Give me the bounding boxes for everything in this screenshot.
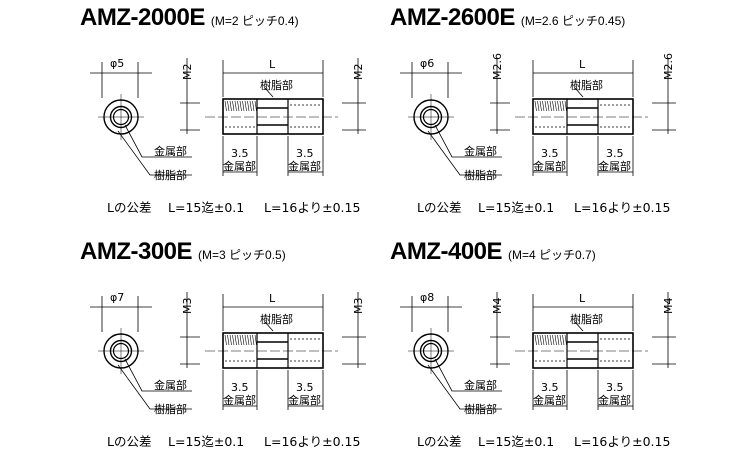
thread-label-right: M3 (352, 298, 365, 315)
tolerance-label: Lの公差 (417, 200, 461, 215)
length-label: L (579, 292, 586, 305)
tolerance-long: L=16より±0.15 (574, 434, 670, 449)
model-number: AMZ-300E (80, 238, 193, 265)
insert-depth-left: 3.5 (231, 381, 249, 394)
diameter-label: φ8 (420, 291, 434, 304)
spec-panel-amz-400e: AMZ-400E (M=4 ピッチ0.7) (390, 234, 700, 459)
metal-insert-left-label: 金属部 (533, 393, 566, 407)
resin-part-label: 樹脂部 (154, 168, 187, 182)
resin-part-label: 樹脂部 (260, 312, 293, 326)
tolerance-long: L=16より±0.15 (264, 200, 360, 215)
thread-label-right: M4 (662, 298, 675, 315)
metal-insert-right-label: 金属部 (288, 159, 321, 173)
hatching (534, 100, 567, 112)
tolerance-short: L=15迄±0.1 (478, 434, 554, 449)
insert-depth-right: 3.5 (296, 381, 314, 394)
metal-part-label: 金属部 (464, 144, 497, 158)
tolerance-short: L=15迄±0.1 (168, 200, 244, 215)
spacer-drawing: φ8 M4 M4 L 樹脂部 金属部 樹脂部 3.5 金属部 3.5 金属部 L… (400, 291, 676, 449)
tolerance-label: Lの公差 (417, 434, 461, 449)
resin-part-label: 樹脂部 (464, 168, 497, 182)
metal-insert-right-label: 金属部 (598, 393, 631, 407)
spacer-body (532, 332, 634, 369)
metal-insert-left-label: 金属部 (223, 393, 256, 407)
spacer-body (532, 98, 634, 135)
length-label: L (269, 292, 276, 305)
spacer-body (222, 98, 324, 135)
metal-part-label: 金属部 (464, 378, 497, 392)
model-number: AMZ-2000E (80, 4, 205, 31)
diameter-label: φ5 (110, 57, 124, 70)
tolerance-long: L=16より±0.15 (574, 200, 670, 215)
thread-label-right: M2.6 (662, 53, 675, 80)
thread-label-left: M3 (181, 298, 194, 315)
insert-depth-left: 3.5 (541, 381, 559, 394)
tolerance-short: L=15迄±0.1 (478, 200, 554, 215)
model-spec: (M=2 ピッチ0.4) (210, 14, 299, 28)
thread-label-left: M2 (181, 64, 194, 81)
metal-part-label: 金属部 (154, 378, 187, 392)
thread-label-right: M2 (352, 64, 365, 81)
spec-panel-amz-2600e: AMZ-2600E (M=2.6 ピッチ0.45) (390, 0, 700, 225)
model-title: AMZ-2000E (M=2 ピッチ0.4) (80, 4, 299, 32)
tolerance-long: L=16より±0.15 (264, 434, 360, 449)
model-number: AMZ-400E (390, 238, 503, 265)
tolerance-label: Lの公差 (107, 200, 151, 215)
resin-part-label: 樹脂部 (260, 78, 293, 92)
thread-label-left: M4 (491, 298, 504, 315)
hatching (534, 334, 567, 346)
length-label: L (579, 58, 586, 71)
resin-part-label: 樹脂部 (464, 402, 497, 416)
resin-part-label: 樹脂部 (570, 78, 603, 92)
metal-insert-right-label: 金属部 (598, 159, 631, 173)
thread-label-left: M2.6 (491, 53, 504, 80)
metal-insert-left-label: 金属部 (223, 159, 256, 173)
insert-depth-left: 3.5 (231, 147, 249, 160)
insert-depth-right: 3.5 (606, 147, 624, 160)
insert-depth-left: 3.5 (541, 147, 559, 160)
metal-part-label: 金属部 (154, 144, 187, 158)
spacer-drawing: φ5 M2 M2 L 樹脂部 金属部 樹脂部 3.5 金属部 3.5 金属部 L… (90, 57, 366, 215)
spacer-drawing: φ6 M2.6 M2.6 L 樹脂部 金属部 樹脂部 3.5 金属部 3.5 金… (400, 53, 676, 215)
model-number: AMZ-2600E (390, 4, 515, 31)
length-label: L (269, 58, 276, 71)
insert-depth-right: 3.5 (606, 381, 624, 394)
tolerance-short: L=15迄±0.1 (168, 434, 244, 449)
resin-part-label: 樹脂部 (570, 312, 603, 326)
spec-panel-amz-300e: AMZ-300E (M=3 ピッチ0.5) (80, 234, 390, 459)
hatching (224, 100, 257, 112)
metal-insert-right-label: 金属部 (288, 393, 321, 407)
tolerance-label: Lの公差 (107, 434, 151, 449)
diameter-label: φ7 (110, 291, 124, 304)
resin-part-label: 樹脂部 (154, 402, 187, 416)
hatching (224, 334, 257, 346)
metal-insert-left-label: 金属部 (533, 159, 566, 173)
spacer-body (222, 332, 324, 369)
spec-panel-amz-2000e: AMZ-2000E (M=2 ピッチ0.4) (80, 0, 390, 225)
spacer-drawing: φ7 M3 M3 L 樹脂部 金属部 樹脂部 3.5 金属部 3.5 金属部 L… (90, 291, 366, 449)
model-title: AMZ-300E (M=3 ピッチ0.5) (80, 238, 286, 266)
model-spec: (M=4 ピッチ0.7) (508, 248, 596, 262)
model-spec: (M=3 ピッチ0.5) (198, 248, 286, 262)
insert-depth-right: 3.5 (296, 147, 314, 160)
diameter-label: φ6 (420, 57, 434, 70)
model-title: AMZ-2600E (M=2.6 ピッチ0.45) (390, 4, 625, 32)
model-spec: (M=2.6 ピッチ0.45) (520, 14, 626, 28)
model-title: AMZ-400E (M=4 ピッチ0.7) (390, 238, 596, 266)
